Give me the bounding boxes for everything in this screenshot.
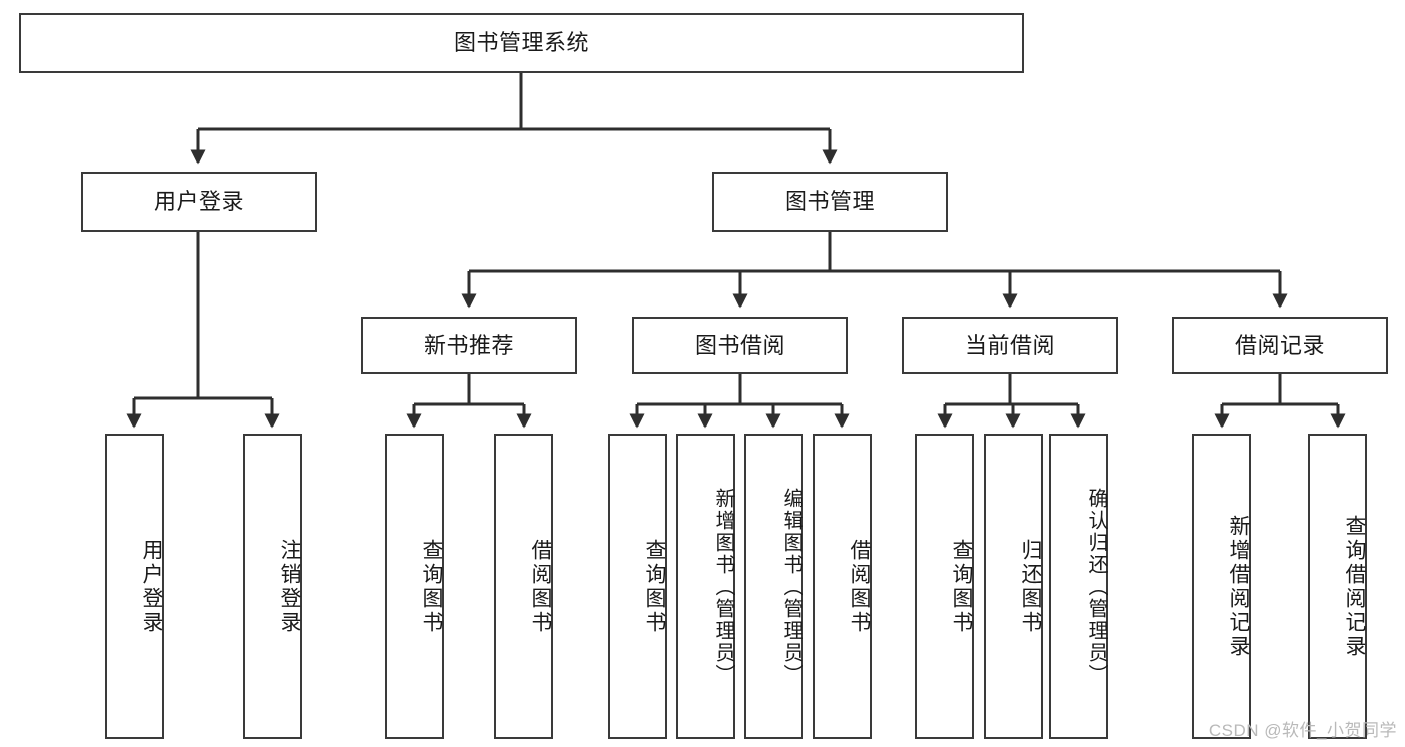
- leaf-borrow-book-borrow[interactable]: 借阅图书: [813, 434, 872, 739]
- node-label: 编辑图书（管理员）: [780, 487, 802, 686]
- leaf-query-book-current[interactable]: 查询图书: [915, 434, 974, 739]
- node-label: 新增图书（管理员）: [712, 487, 734, 686]
- node-label: 归还图书: [1019, 538, 1042, 635]
- node-label: 新增借阅记录: [1227, 514, 1250, 659]
- leaf-borrow-book-new-recommend[interactable]: 借阅图书: [494, 434, 553, 739]
- leaf-query-book-borrow[interactable]: 查询图书: [608, 434, 667, 739]
- node-label: 图书借阅: [694, 332, 785, 358]
- node-borrow-record[interactable]: 借阅记录: [1172, 317, 1388, 374]
- node-label: 借阅图书: [848, 538, 871, 635]
- node-label: 借阅图书: [529, 538, 552, 635]
- node-label: 借阅记录: [1234, 332, 1325, 358]
- watermark-text: CSDN @软件_小贺同学: [1208, 721, 1397, 740]
- node-root-book-management-system[interactable]: 图书管理系统: [19, 13, 1024, 73]
- node-label: 用户登录: [140, 538, 163, 635]
- node-current-borrow[interactable]: 当前借阅: [902, 317, 1118, 374]
- leaf-edit-book-admin[interactable]: 编辑图书（管理员）: [744, 434, 803, 739]
- node-book-management[interactable]: 图书管理: [712, 172, 948, 232]
- node-label: 用户登录: [153, 189, 244, 214]
- node-label: 查询图书: [643, 538, 666, 635]
- node-label: 新书推荐: [423, 332, 514, 358]
- leaf-query-book-new-recommend[interactable]: 查询图书: [385, 434, 444, 739]
- node-new-book-recommend[interactable]: 新书推荐: [361, 317, 577, 374]
- node-label: 查询图书: [950, 538, 973, 635]
- node-user-login[interactable]: 用户登录: [81, 172, 317, 232]
- leaf-confirm-return-admin[interactable]: 确认归还（管理员）: [1049, 434, 1108, 739]
- leaf-user-login[interactable]: 用户登录: [105, 434, 164, 739]
- node-book-borrow[interactable]: 图书借阅: [632, 317, 848, 374]
- leaf-logout-login[interactable]: 注销登录: [243, 434, 302, 739]
- leaf-add-borrow-record[interactable]: 新增借阅记录: [1192, 434, 1251, 739]
- node-label: 注销登录: [278, 538, 301, 635]
- leaf-add-book-admin[interactable]: 新增图书（管理员）: [676, 434, 735, 739]
- leaf-return-book[interactable]: 归还图书: [984, 434, 1043, 739]
- leaf-query-borrow-record[interactable]: 查询借阅记录: [1308, 434, 1367, 739]
- node-label: 图书管理系统: [453, 30, 589, 55]
- node-label: 查询图书: [420, 538, 443, 635]
- node-label: 确认归还（管理员）: [1085, 487, 1107, 686]
- node-label: 当前借阅: [964, 332, 1055, 358]
- node-label: 查询借阅记录: [1343, 514, 1366, 659]
- node-label: 图书管理: [784, 189, 875, 214]
